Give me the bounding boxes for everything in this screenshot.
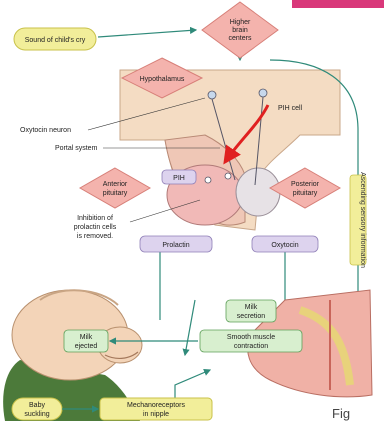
ascending-sensory-box: Ascending sensory information [350,172,366,268]
baby-suckling-line1: Baby [29,402,45,409]
figure-label: Fig [332,406,350,421]
mechanoreceptors-line1: Mechanoreceptors [127,402,185,409]
posterior-line2: pituitary [293,190,318,197]
ascending-label: Ascending sensory information [359,172,366,268]
higher-brain-line1: Higher [230,19,251,26]
anterior-line2: pituitary [103,190,128,197]
milk-ejected-box: Milk ejected [64,330,108,352]
hypothalamus-label: Hypothalamus [140,76,185,83]
inhibition-removed-note: Inhibition of prolactin cells is removed… [74,200,200,240]
milk-secretion-line2: secretion [237,313,266,320]
mechanoreceptors-box: Mechanoreceptors in nipple [100,398,212,420]
higher-brain-diamond: Higher brain centers [202,2,278,58]
higher-brain-line2: brain [232,27,248,34]
smooth-muscle-line1: Smooth muscle [227,334,275,341]
milk-ejected-line1: Milk [80,334,93,341]
oxytocin-box: Oxytocin [252,236,318,252]
prolactin-box: Prolactin [140,236,212,252]
anterior-pituitary-diamond: Anterior pituitary [80,168,150,208]
smooth-muscle-line2: contraction [234,343,268,350]
mechanoreceptors-line2: in nipple [143,411,169,418]
header-accent-bar [292,0,384,8]
milk-secretion-line1: Milk [245,304,258,311]
baby-suckling-line2: suckling [24,411,49,418]
sound-of-cry-box: Sound of child's cry [14,28,96,50]
higher-brain-line3: centers [229,35,252,42]
pih-cell-label: PIH cell [278,105,303,112]
portal-system-label: Portal system [55,145,98,152]
posterior-pituitary-diamond: Posterior pituitary [270,168,340,208]
inhibition-line2: prolactin cells [74,224,117,231]
milk-ejected-line2: ejected [75,343,98,350]
pih-box: PIH [162,170,196,184]
posterior-pituitary-gland [236,168,280,216]
posterior-line1: Posterior [291,181,320,188]
pih-label: PIH [173,175,185,182]
baby-suckling-box: Baby suckling [12,398,62,420]
sound-label: Sound of child's cry [25,37,86,44]
prolactin-label: Prolactin [162,242,189,249]
oxytocin-neuron-label: Oxytocin neuron [20,127,71,134]
inhibition-line1: Inhibition of [77,215,113,222]
milk-secretion-box: Milk secretion [226,300,276,322]
anterior-line1: Anterior [103,181,128,188]
smooth-muscle-box: Smooth muscle contraction [200,330,302,352]
oxytocin-label: Oxytocin [271,242,298,249]
inhibition-line3: is removed. [77,233,113,240]
